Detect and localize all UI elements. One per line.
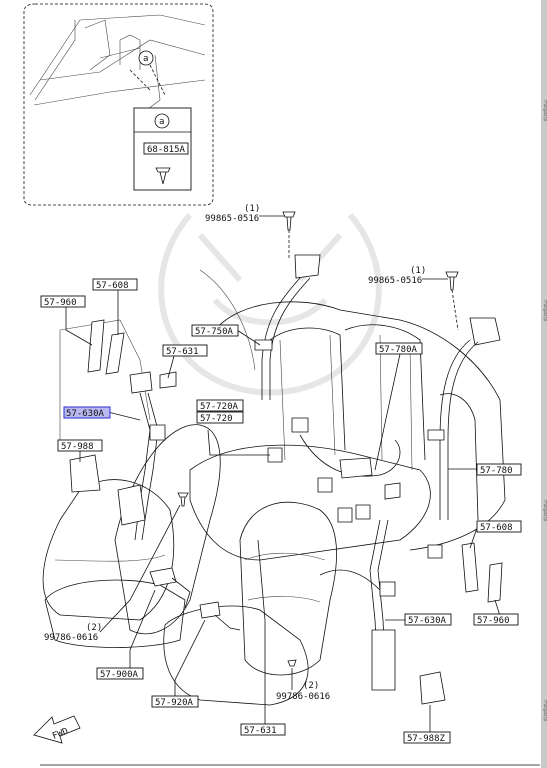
part-label: 57-988Z xyxy=(407,734,446,744)
screw-right-part-number: 99786-0616 xyxy=(276,692,330,702)
screw-left-qty: (2) xyxy=(86,623,102,633)
part-label: 57-780A xyxy=(379,345,418,355)
part-box-57-920a[interactable]: 57-920A xyxy=(151,695,199,708)
ruler-text: megazip xyxy=(542,300,547,321)
callout-circle-a xyxy=(138,50,154,66)
inset-detail: a a 68-815A xyxy=(23,3,214,206)
part-label: 57-780 xyxy=(480,466,513,476)
callout-letter: a xyxy=(143,54,148,64)
part-box-57-631-top[interactable]: 57-631 xyxy=(162,344,208,357)
part-box-68-815a[interactable] xyxy=(143,142,189,155)
part-box-57-960-right[interactable]: 57-960 xyxy=(473,613,519,626)
part-label: 57-631 xyxy=(166,347,199,357)
part-box-57-780a[interactable]: 57-780A xyxy=(375,342,423,355)
screw-right-qty: (2) xyxy=(303,681,319,691)
ruler-text: megazip xyxy=(542,500,547,521)
buckle-part xyxy=(199,601,221,619)
part-box-57-630a-left[interactable]: 57-630A xyxy=(63,406,111,419)
part-box-57-630a-right[interactable]: 57-630A xyxy=(404,613,452,626)
callout-letter: a xyxy=(159,117,164,127)
part-label: 57-920A xyxy=(155,698,194,708)
part-box-57-631-bottom[interactable]: 57-631 xyxy=(240,723,286,736)
bolt-icon xyxy=(282,211,296,231)
cover-part xyxy=(419,671,446,705)
part-label: 57-720 xyxy=(200,414,233,424)
leader-lines xyxy=(65,215,501,732)
part-box-57-608-right[interactable]: 57-608 xyxy=(476,520,522,533)
part-label: 57-750A xyxy=(195,327,234,337)
screw-icon xyxy=(287,659,297,667)
screw-left-part-number: 99786-0616 xyxy=(44,633,98,643)
part-box-57-780[interactable]: 57-780 xyxy=(476,463,522,476)
ruler-text: megazip xyxy=(542,100,547,121)
part-label: 57-988 xyxy=(61,442,94,452)
part-label: 57-960 xyxy=(477,616,510,626)
part-label: 57-608 xyxy=(480,523,513,533)
part-label: 57-608 xyxy=(96,281,129,291)
trim-part xyxy=(87,319,105,373)
trim-part xyxy=(105,332,125,375)
belt-parts xyxy=(69,211,503,705)
retractor-part xyxy=(371,629,396,691)
callout-circle-a xyxy=(154,113,170,129)
cover-part xyxy=(69,454,101,493)
part-label: 57-630A xyxy=(66,409,105,419)
bolt-top-qty: (1) xyxy=(244,204,260,214)
part-label: 68-815A xyxy=(147,145,186,155)
screw-icon xyxy=(177,492,189,507)
clip-part-icon xyxy=(155,167,171,185)
seat-outlines xyxy=(42,269,506,706)
part-box-57-988z[interactable]: 57-988Z xyxy=(403,731,451,744)
bolt-icon xyxy=(445,271,459,291)
ruler-strip: megazip megazip megazip megazip xyxy=(541,0,547,768)
part-label: 57-900A xyxy=(100,670,139,680)
part-label: 57-960 xyxy=(44,298,77,308)
retractor-part xyxy=(117,484,146,526)
bolt-top-part-number: 99865-0516 xyxy=(205,214,259,224)
part-box-57-608-left[interactable]: 57-608 xyxy=(92,278,138,291)
part-label-boxes: 57-960 57-608 57-631 57-750A 57-630A 57-… xyxy=(40,278,522,744)
part-box-57-900a[interactable]: 57-900A xyxy=(96,667,144,680)
part-box-57-750a[interactable]: 57-750A xyxy=(191,324,239,337)
callout-texts: (1) 99865-0516 (1) 99865-0516 (2) 99786-… xyxy=(44,204,426,702)
part-box-57-720a[interactable]: 57-720A xyxy=(196,399,244,412)
fwd-arrow-icon: FWD xyxy=(33,715,81,744)
part-box-57-720[interactable]: 57-720 xyxy=(196,411,244,424)
anchor-part xyxy=(129,371,153,394)
bolt-right-part-number: 99865-0516 xyxy=(368,276,422,286)
part-label: 57-630A xyxy=(408,616,447,626)
part-box-57-988[interactable]: 57-988 xyxy=(57,439,103,452)
ruler-text: megazip xyxy=(542,700,547,721)
bolt-right-qty: (1) xyxy=(410,266,426,276)
part-label: 57-631 xyxy=(244,726,277,736)
buckle-part xyxy=(149,567,177,587)
cap-part xyxy=(159,371,177,389)
trim-part xyxy=(487,562,503,603)
trim-part xyxy=(461,542,479,593)
part-label: 57-720A xyxy=(200,402,239,412)
part-box-57-960-left[interactable]: 57-960 xyxy=(40,295,86,308)
